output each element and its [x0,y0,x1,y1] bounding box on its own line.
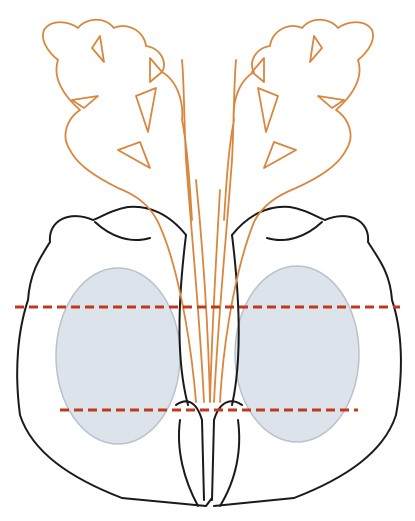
right-lobe [235,266,359,442]
left-lobe [56,268,180,444]
